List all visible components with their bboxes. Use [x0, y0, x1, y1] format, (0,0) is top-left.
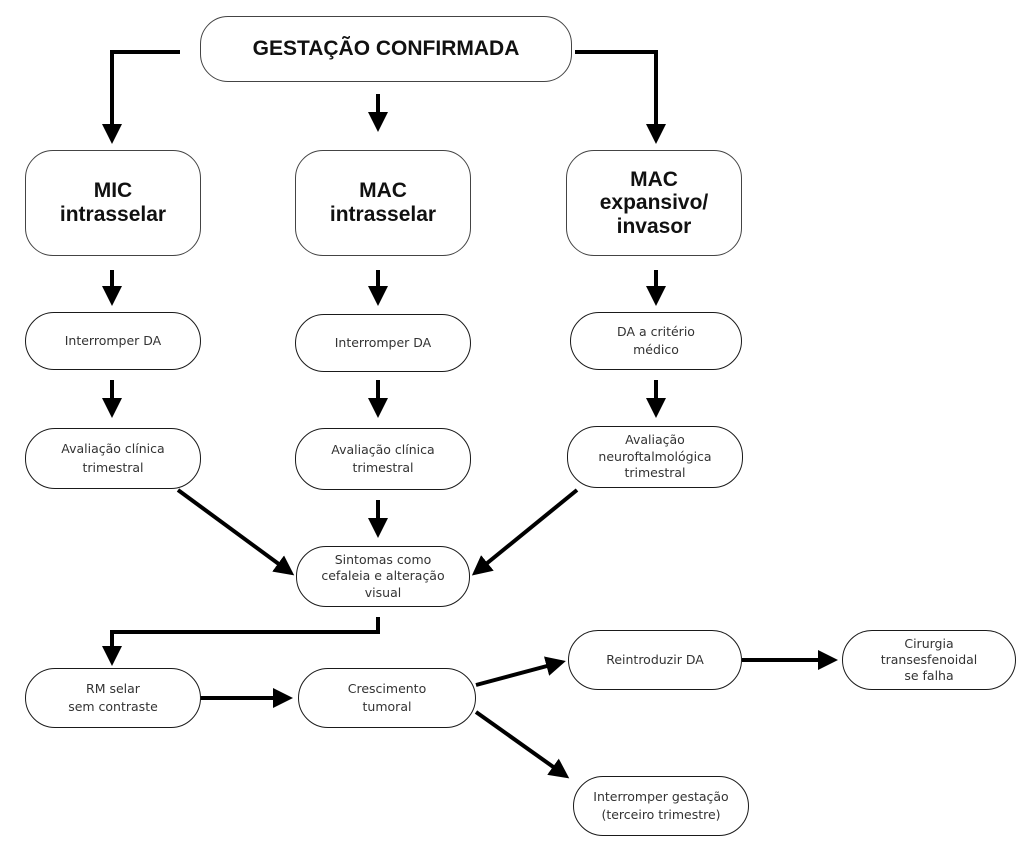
node-rm-selar-label: RM selar sem contraste: [68, 680, 158, 714]
node-avaliacao-clinica-left-label: Avaliação clínica trimestral: [61, 441, 165, 475]
node-gestation-confirmed: GESTAÇÃO CONFIRMADA: [200, 16, 572, 82]
node-mac-expansivo-invasor: MAC expansivo/ invasor: [566, 150, 742, 256]
node-rm-selar: RM selar sem contraste: [25, 668, 201, 728]
node-da-criterio-medico-label: DA a critério médico: [617, 323, 695, 357]
node-crescimento-tumoral: Crescimento tumoral: [298, 668, 476, 728]
node-interromper-da-left-label: Interromper DA: [64, 332, 162, 348]
node-sintomas-label: Sintomas como cefaleia e alteração visua…: [321, 552, 445, 600]
node-cirurgia-transesfenoidal: Cirurgia transesfenoidal se falha: [842, 630, 1016, 690]
node-mic-intrasselar-label: MIC intrasselar: [59, 179, 167, 226]
arrow-neuro-to-symptoms: [471, 488, 579, 576]
node-cirurgia-transesfenoidal-label: Cirurgia transesfenoidal se falha: [880, 635, 978, 684]
arrow-growth-to-reintroduce: [475, 656, 566, 687]
node-reintroduzir-da-label: Reintroduzir DA: [606, 651, 704, 667]
arrow-growth-to-interrupt: [474, 710, 570, 779]
node-interromper-da-left: Interromper DA: [25, 312, 201, 370]
node-avaliacao-clinica-mid: Avaliação clínica trimestral: [295, 428, 471, 490]
node-crescimento-tumoral-label: Crescimento tumoral: [347, 680, 427, 714]
node-mac-expansivo-invasor-label: MAC expansivo/ invasor: [599, 167, 709, 238]
node-reintroduzir-da: Reintroduzir DA: [568, 630, 742, 690]
arrow-aval-left-to-symptoms: [176, 488, 295, 576]
node-interromper-da-mid: Interromper DA: [295, 314, 471, 372]
node-sintomas: Sintomas como cefaleia e alteração visua…: [296, 546, 470, 607]
arrow-symptoms-to-mri: [102, 617, 380, 666]
node-avaliacao-clinica-left: Avaliação clínica trimestral: [25, 428, 201, 489]
node-gestation-confirmed-label: GESTAÇÃO CONFIRMADA: [252, 37, 520, 61]
node-interromper-gestacao-label: Interromper gestação (terceiro trimestre…: [593, 788, 729, 822]
node-avaliacao-clinica-mid-label: Avaliação clínica trimestral: [331, 441, 435, 475]
node-mac-intrasselar: MAC intrasselar: [295, 150, 471, 256]
node-mic-intrasselar: MIC intrasselar: [25, 150, 201, 256]
node-mac-intrasselar-label: MAC intrasselar: [329, 179, 437, 226]
arrow-root-to-mic: [102, 50, 180, 144]
node-da-criterio-medico: DA a critério médico: [570, 312, 742, 370]
node-interromper-gestacao: Interromper gestação (terceiro trimestre…: [573, 776, 749, 836]
node-avaliacao-neuroftalmologica-label: Avaliação neuroftalmológica trimestral: [598, 431, 712, 481]
node-interromper-da-mid-label: Interromper DA: [334, 334, 432, 350]
node-avaliacao-neuroftalmologica: Avaliação neuroftalmológica trimestral: [567, 426, 743, 488]
arrow-root-to-mac-exp: [575, 50, 666, 144]
